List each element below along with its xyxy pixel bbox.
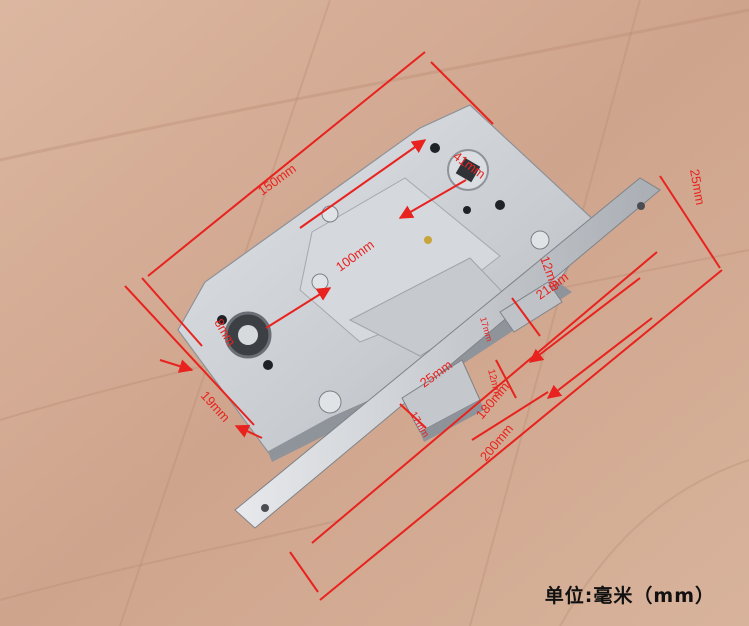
faceplate-screw-hole-bottom <box>261 504 269 512</box>
faceplate-screw-hole-top <box>637 202 645 210</box>
cylinder-hub <box>238 325 258 345</box>
faceplate <box>234 177 661 529</box>
label-faceplate-width: 25mm <box>687 168 708 206</box>
mounting-holes <box>217 143 505 370</box>
dimension-lines <box>124 51 723 601</box>
spindle-square <box>455 157 481 183</box>
unit-caption: 单位:毫米（mm） <box>544 585 715 607</box>
latch-bolt <box>499 281 563 333</box>
